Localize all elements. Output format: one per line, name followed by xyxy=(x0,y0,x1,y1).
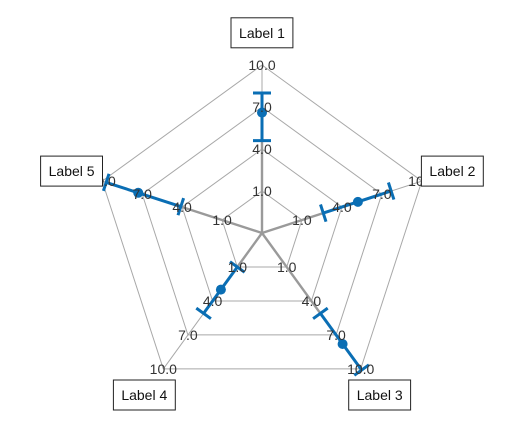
error-cap-low-3 xyxy=(312,306,329,320)
tick-label-axis4-3: 7.0 xyxy=(178,327,198,343)
tick-label-axis4-2: 4.0 xyxy=(203,293,223,309)
tick-label-axis1-2: 4.0 xyxy=(252,141,272,157)
category-label-4: Label 4 xyxy=(112,379,176,411)
tick-label-axis5-3: 7.0 xyxy=(132,186,152,202)
category-box-3 xyxy=(348,379,412,411)
category-label-5: Label 5 xyxy=(40,155,103,187)
tick-label-axis2-2: 4.0 xyxy=(332,199,352,215)
category-label-1: Label 1 xyxy=(230,17,294,49)
tick-label-axis3-2: 4.0 xyxy=(302,293,322,309)
data-point-5 xyxy=(133,187,144,198)
category-text-3: Label 3 xyxy=(357,387,403,403)
tick-label-axis3-3: 7.0 xyxy=(326,327,346,343)
data-point-1 xyxy=(257,107,267,118)
category-box-4 xyxy=(112,379,176,411)
error-cap-high-3 xyxy=(353,363,370,377)
tick-label-axis1-1: 1.0 xyxy=(252,183,272,199)
category-text-5: Label 5 xyxy=(49,163,95,179)
category-text-4: Label 4 xyxy=(121,387,167,403)
grid-ring-2 xyxy=(181,148,343,302)
tick-label-axis5-1: 1.0 xyxy=(212,212,232,228)
category-box-2 xyxy=(420,155,484,187)
tick-label-axis2-3: 7.0 xyxy=(372,186,392,202)
tick-label-axis3-4: 10.0 xyxy=(347,361,374,377)
tick-label-axis1-3: 7.0 xyxy=(252,99,272,115)
tick-label-axis3-1: 1.0 xyxy=(277,259,297,275)
tick-label-axis4-1: 1.0 xyxy=(228,259,248,275)
category-label-2: Label 2 xyxy=(420,155,484,187)
axis-stem-2 xyxy=(261,211,324,235)
tick-label-axis4-4: 10.0 xyxy=(150,361,177,377)
category-box-1 xyxy=(230,17,294,49)
error-cap-high-5 xyxy=(101,173,111,192)
data-point-2 xyxy=(352,196,363,207)
error-bar-5 xyxy=(105,180,182,209)
axis-stem-4 xyxy=(236,232,263,268)
axis-stem-5 xyxy=(180,205,263,235)
error-cap-low-5 xyxy=(176,197,186,216)
radar-category-labels: Label 1 Label 2 Label 3 Label 4 Label 5 xyxy=(40,17,484,411)
category-label-3: Label 3 xyxy=(348,379,412,411)
tick-label-axis1-4: 10.0 xyxy=(248,57,275,73)
data-point-3 xyxy=(337,339,348,349)
category-text-2: Label 2 xyxy=(429,163,475,179)
radar-axes xyxy=(180,140,324,315)
category-text-1: Label 1 xyxy=(239,25,285,41)
error-cap-high-4 xyxy=(195,306,212,320)
grid-ring-1 xyxy=(221,190,303,268)
tick-label-axis5-2: 4.0 xyxy=(172,199,192,215)
grid-ring-4 xyxy=(101,64,423,370)
grid-ring-3 xyxy=(141,106,383,336)
error-cap-low-4 xyxy=(229,260,246,274)
radar-series xyxy=(101,91,396,377)
data-point-4 xyxy=(215,284,226,295)
category-box-5 xyxy=(40,155,103,187)
error-cap-high-2 xyxy=(386,182,396,201)
tick-label-axis2-1: 1.0 xyxy=(292,212,312,228)
axis-stem-3 xyxy=(261,232,322,315)
error-cap-low-2 xyxy=(319,204,328,223)
